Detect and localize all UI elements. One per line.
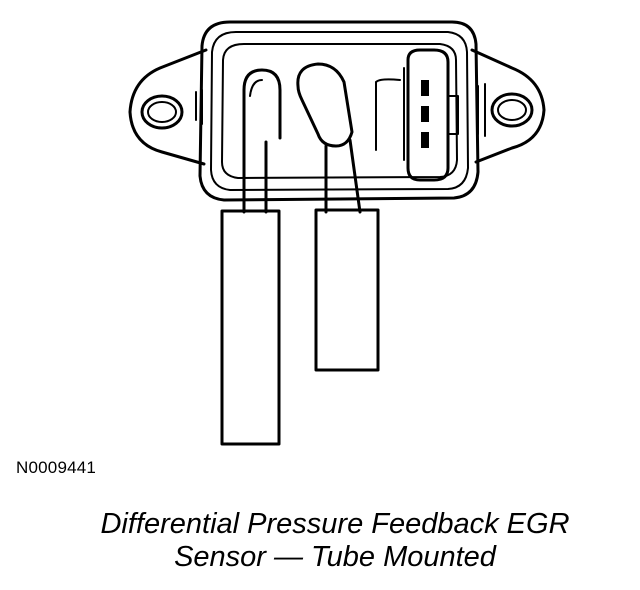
figure-caption-line-1: Differential Pressure Feedback EGR xyxy=(100,508,570,540)
left-mounting-hole xyxy=(140,94,184,130)
right-pressure-port xyxy=(296,62,362,214)
connector-pin-2 xyxy=(421,106,429,122)
connector-pin-1 xyxy=(421,80,429,96)
figure-reference-id: N0009441 xyxy=(16,458,97,477)
left-hose xyxy=(220,209,281,446)
sensor-housing xyxy=(198,20,480,202)
left-mounting-ear xyxy=(128,48,208,166)
electrical-connector xyxy=(375,48,459,182)
right-hose xyxy=(314,208,380,372)
right-mounting-ear xyxy=(470,48,546,164)
right-mounting-hole xyxy=(490,92,534,128)
connector-pin-3 xyxy=(421,132,429,148)
figure-caption-line-2: Sensor — Tube Mounted xyxy=(174,541,496,573)
left-pressure-port xyxy=(242,68,282,214)
